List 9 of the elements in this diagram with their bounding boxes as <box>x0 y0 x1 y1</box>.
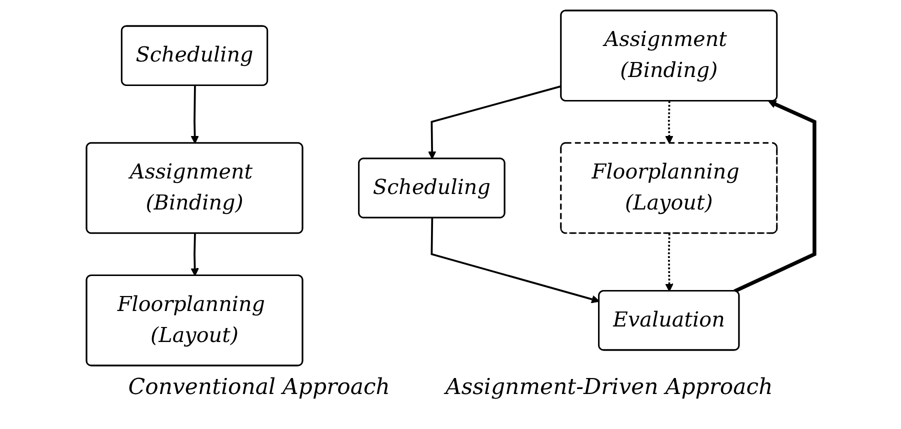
arrow <box>428 84 562 159</box>
arrow <box>430 218 600 303</box>
arrow <box>665 100 674 144</box>
arrow <box>190 85 199 144</box>
approach-caption: Assignment-Driven Approach <box>445 375 773 400</box>
arrow <box>190 233 199 276</box>
approach-caption: Conventional Approach <box>128 375 390 400</box>
arrow <box>665 233 674 292</box>
arrow <box>734 100 816 292</box>
